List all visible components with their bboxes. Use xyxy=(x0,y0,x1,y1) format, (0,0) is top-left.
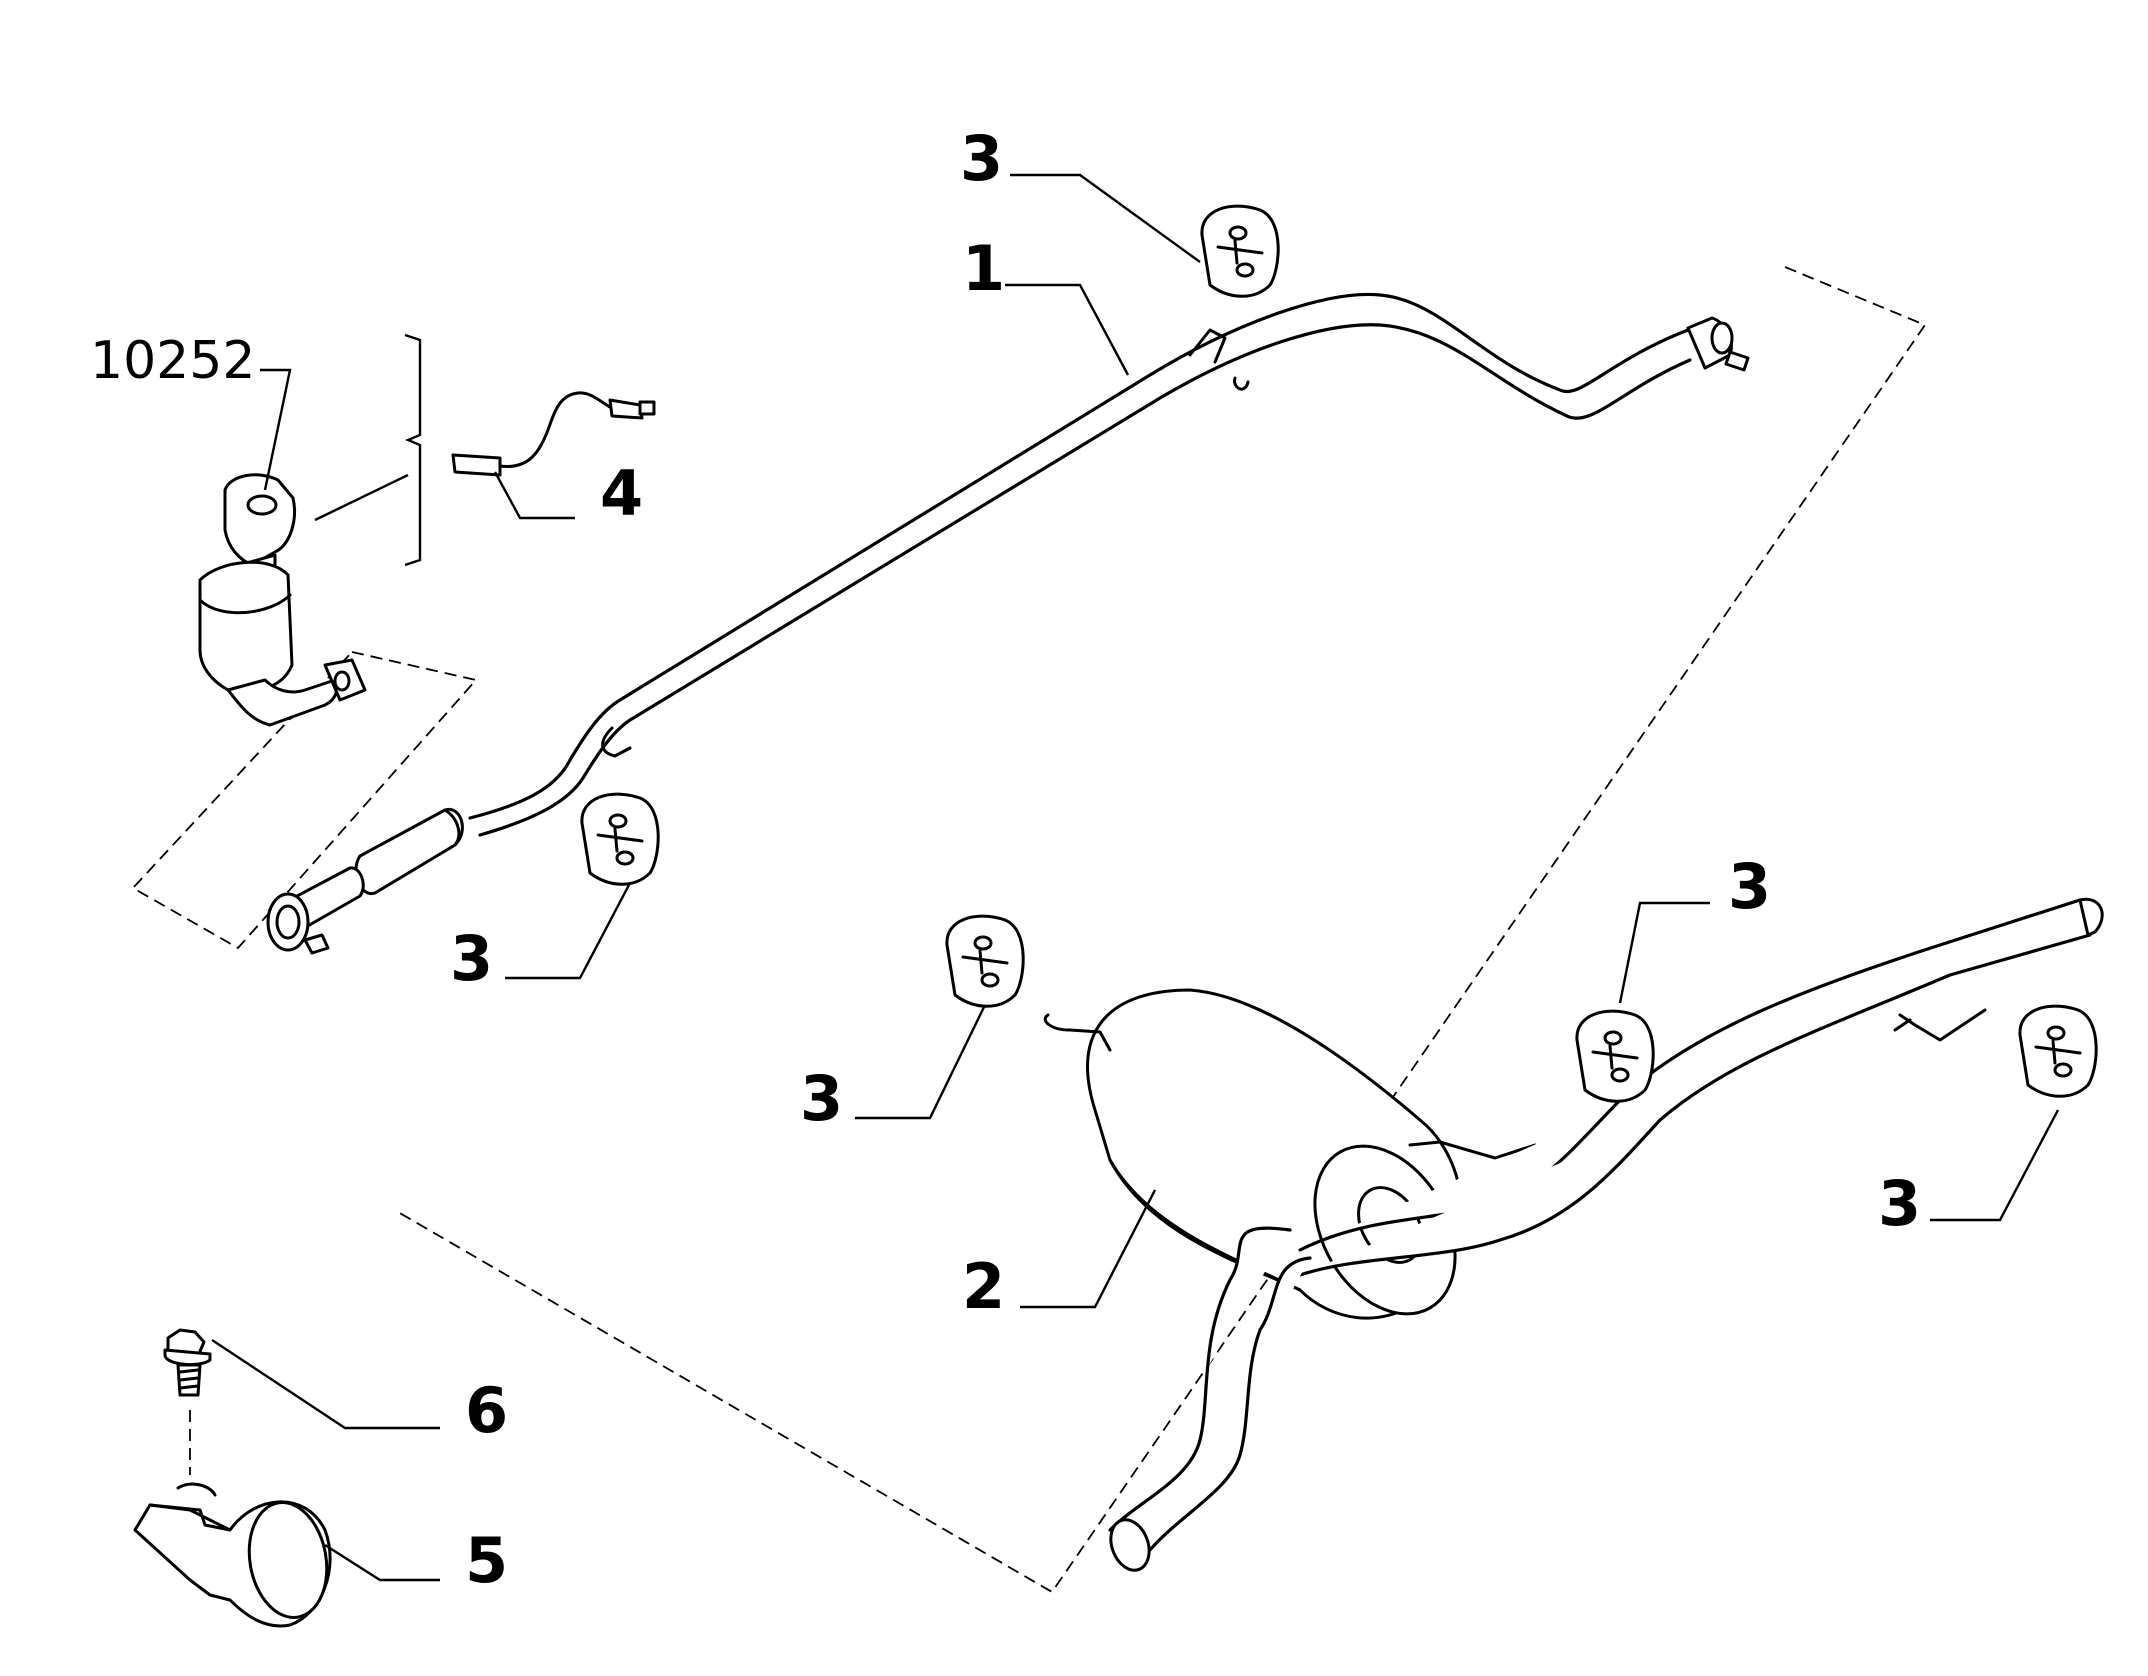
rear-silencer xyxy=(1043,897,2104,1572)
rubber-hanger-middle xyxy=(945,914,1025,1008)
catalytic-converter xyxy=(198,473,367,727)
rubber-hanger-right xyxy=(1575,1009,1655,1103)
rubber-hanger-far-right xyxy=(2018,1004,2098,1098)
callout-3-left: 3 xyxy=(450,922,493,995)
callout-3-middle: 3 xyxy=(800,1062,843,1135)
callout-10252: 10252 xyxy=(90,331,255,391)
rubber-hanger-top xyxy=(1200,204,1280,298)
lambda-sensor xyxy=(451,391,656,477)
callout-3-top: 3 xyxy=(960,122,1003,195)
leader-lines xyxy=(211,173,2060,1582)
callout-5: 5 xyxy=(465,1524,508,1597)
callout-2: 2 xyxy=(962,1250,1005,1323)
callout-6: 6 xyxy=(465,1374,508,1447)
callout-4: 4 xyxy=(600,457,643,530)
front-pipe xyxy=(266,292,1750,955)
bolt xyxy=(163,1328,212,1475)
callout-3-right: 3 xyxy=(1728,850,1771,923)
rubber-hanger-left xyxy=(580,792,660,886)
exhaust-clamp xyxy=(133,1482,332,1628)
dashed-group-outlines xyxy=(131,266,1927,1594)
callout-1: 1 xyxy=(962,232,1005,305)
callout-3-far-right: 3 xyxy=(1878,1167,1921,1240)
